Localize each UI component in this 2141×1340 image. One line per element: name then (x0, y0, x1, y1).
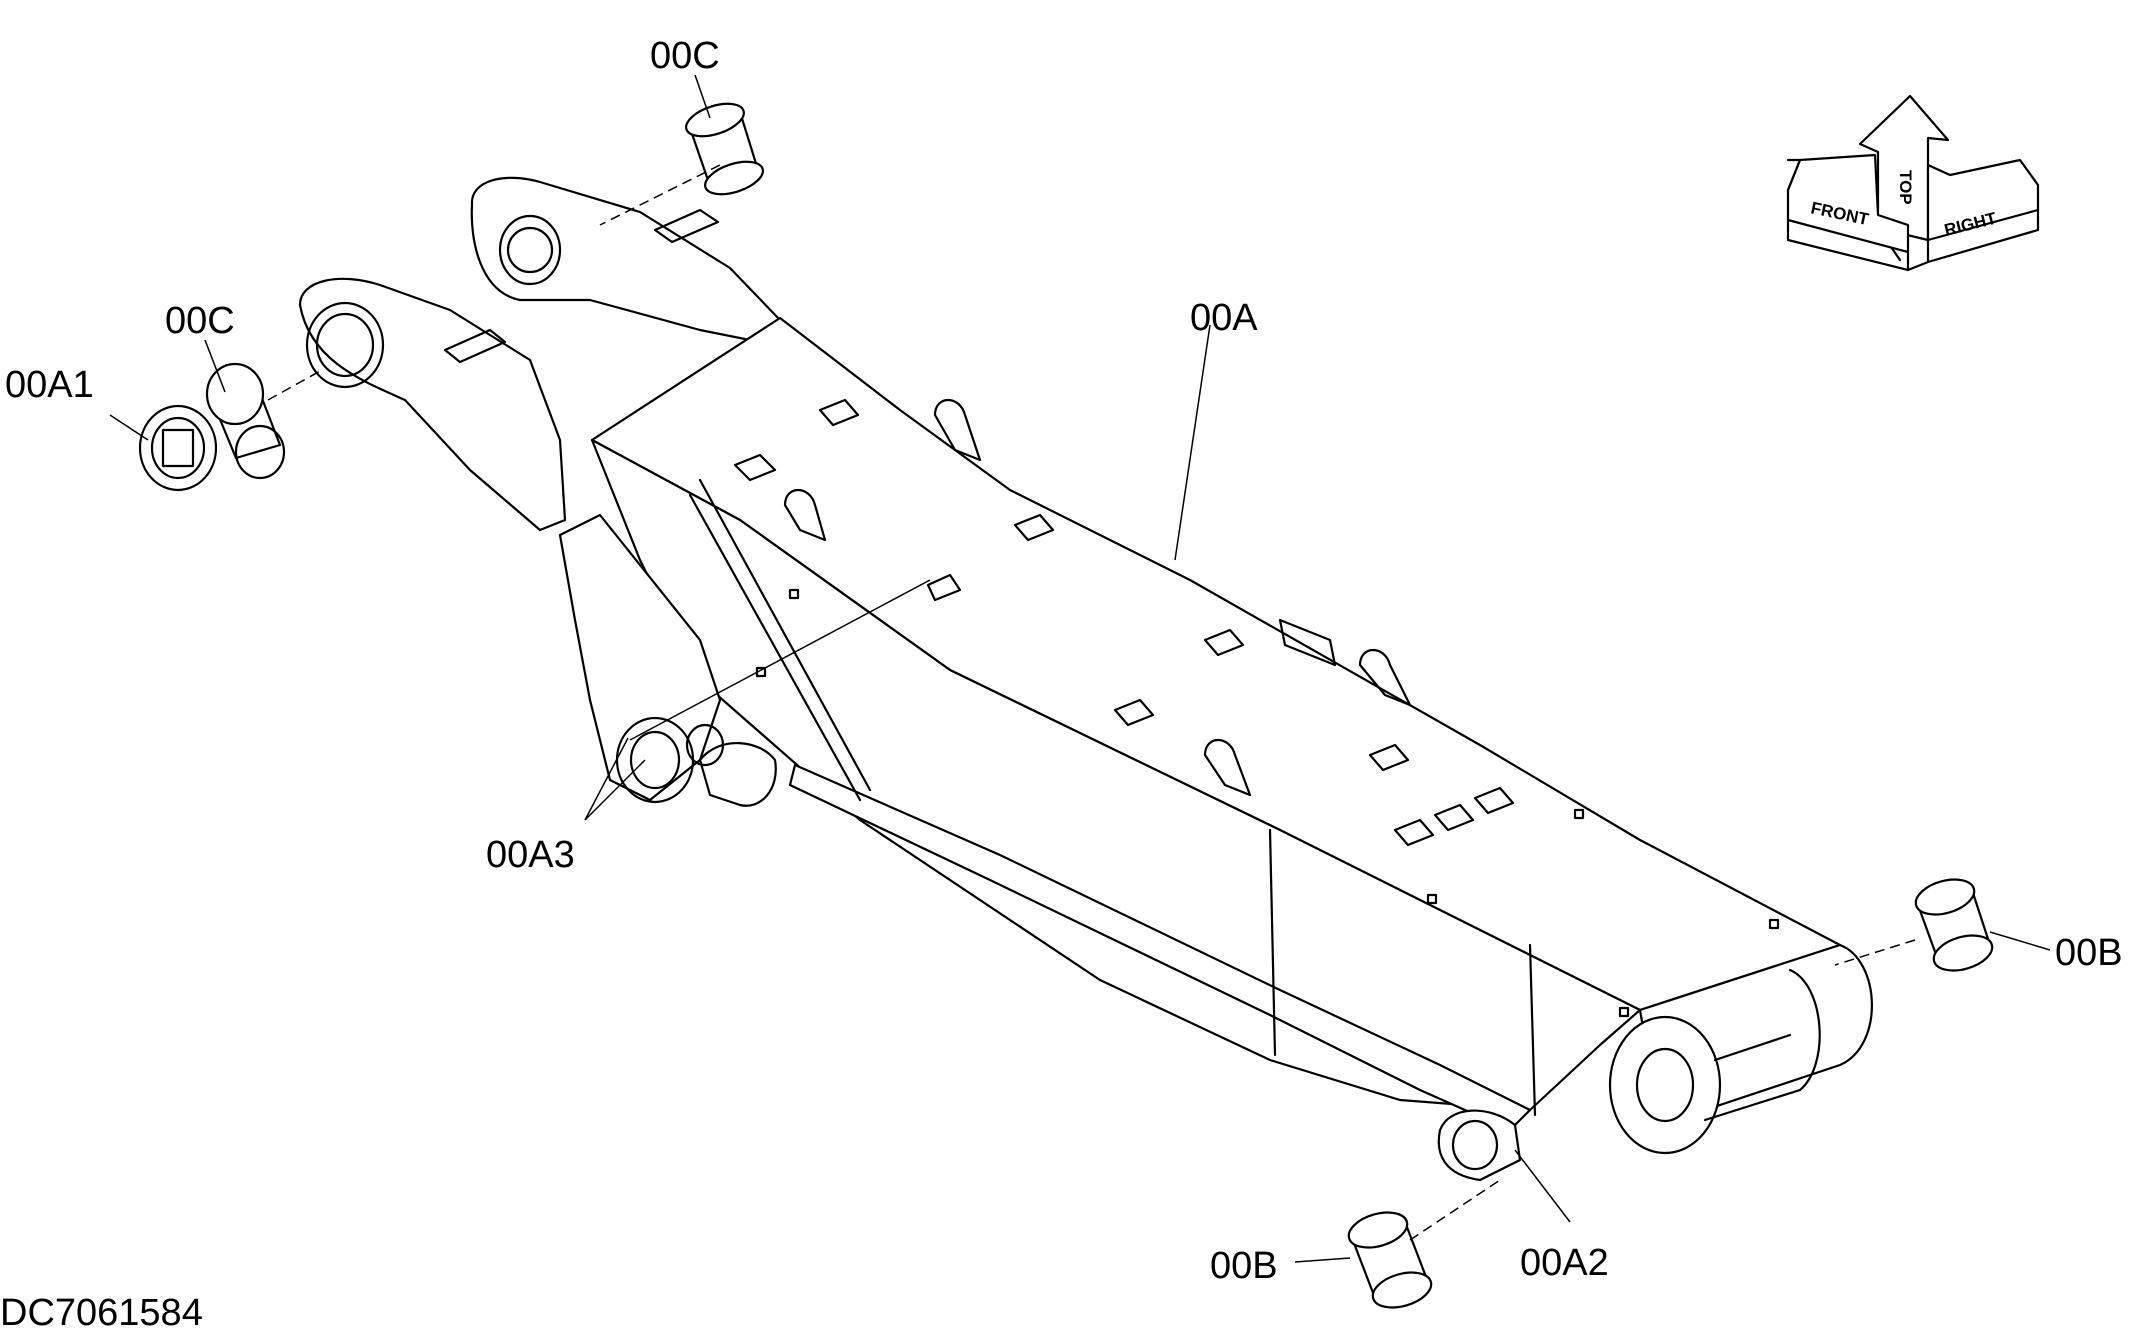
orientation-arrows-icon: FRONT RIGHT TOP (1786, 94, 2040, 272)
label-00c-left: 00C (165, 300, 235, 342)
bush-right (1914, 878, 1994, 972)
label-00a: 00A (1190, 297, 1258, 339)
washer-plate (138, 404, 218, 492)
boom-arm (298, 176, 1873, 1182)
label-00b-bottom: 00B (1210, 1245, 1278, 1287)
label-00c-top: 00C (650, 35, 720, 77)
deck-brackets (443, 208, 1515, 847)
top-label: TOP (1896, 170, 1915, 205)
label-00a2: 00A2 (1520, 1242, 1609, 1284)
pin-bush-top (685, 102, 764, 196)
drawing-id: DC7061584 (0, 1292, 203, 1334)
pin-bush-left (205, 362, 286, 480)
label-00b-right: 00B (2055, 932, 2123, 974)
leader-lines (109, 74, 2051, 1263)
lifting-eyes (783, 399, 1412, 797)
assembly-lines (267, 164, 1916, 1241)
label-00a3: 00A3 (486, 834, 575, 876)
label-00a1: 00A1 (5, 364, 94, 406)
bush-bottom (1347, 1211, 1433, 1309)
